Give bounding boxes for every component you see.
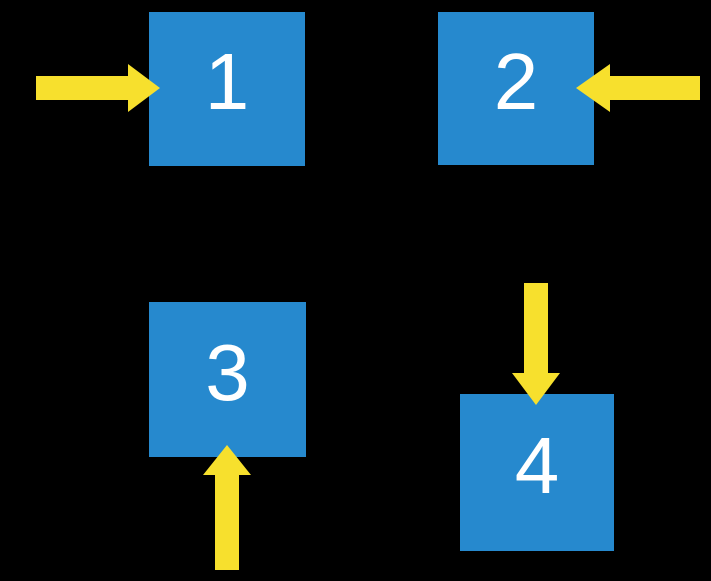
arrow-left-icon [576, 64, 700, 112]
arrow-right-icon [36, 64, 160, 112]
square-4: 4 [460, 394, 614, 551]
square-3-label: 3 [205, 327, 250, 417]
arrow-up-icon [203, 445, 251, 570]
square-1-label: 1 [204, 37, 250, 126]
square-2-label: 2 [493, 36, 539, 126]
square-3: 3 [149, 302, 306, 457]
square-2: 2 [438, 12, 594, 165]
square-4-label: 4 [514, 420, 560, 510]
square-1: 1 [149, 12, 305, 166]
arrow-down-icon [512, 283, 560, 405]
